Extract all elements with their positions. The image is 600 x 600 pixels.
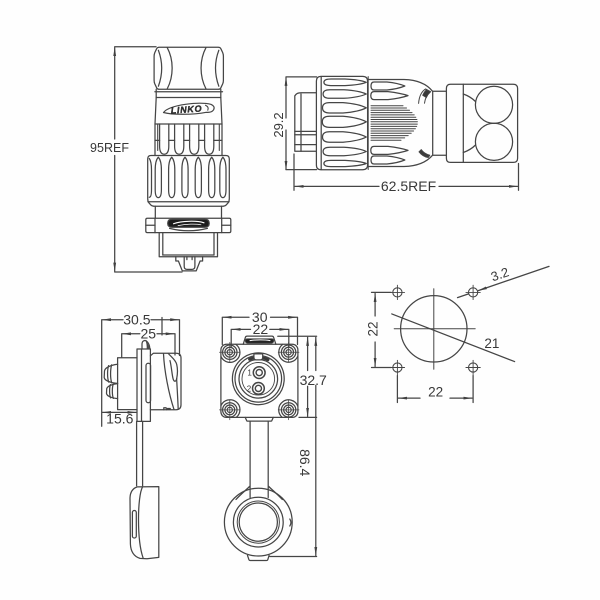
- svg-text:22: 22: [428, 385, 443, 400]
- svg-text:15.6: 15.6: [106, 410, 133, 426]
- svg-text:21: 21: [484, 336, 499, 351]
- svg-text:22: 22: [365, 321, 380, 336]
- svg-text:LINKO: LINKO: [170, 104, 202, 116]
- svg-text:32.7: 32.7: [300, 372, 327, 388]
- svg-text:30: 30: [252, 309, 268, 325]
- svg-text:95REF: 95REF: [90, 141, 129, 155]
- svg-text:30.5: 30.5: [123, 311, 150, 327]
- svg-text:2: 2: [247, 384, 252, 393]
- svg-text:1: 1: [247, 369, 252, 378]
- svg-text:3.2: 3.2: [489, 264, 511, 284]
- svg-text:29.2: 29.2: [271, 112, 286, 137]
- svg-text:22: 22: [253, 321, 269, 337]
- svg-text:86.4: 86.4: [297, 449, 313, 476]
- svg-text:25: 25: [141, 325, 157, 341]
- svg-text:62.5REF: 62.5REF: [381, 178, 436, 194]
